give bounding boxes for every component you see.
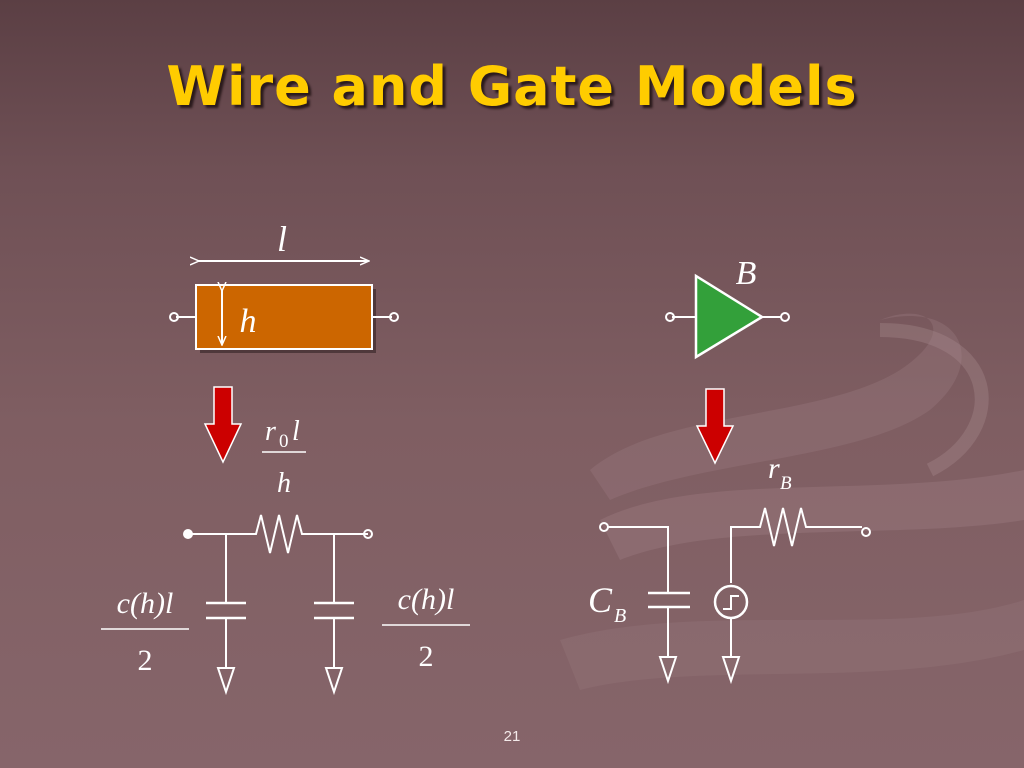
step-waveform [723, 595, 739, 610]
gate-resistance-symbol: r [768, 452, 780, 485]
wire-resistance-r: r [265, 416, 276, 447]
gate-output-terminal [780, 312, 790, 322]
gate-resistance-subscript: B [780, 473, 792, 494]
gate-model: r B C B [588, 452, 871, 685]
ground-symbol [324, 667, 344, 696]
gate-model-input-terminal [599, 522, 609, 532]
buffer-triangle [694, 273, 765, 360]
slide-title: Wire and Gate Models [166, 55, 858, 118]
wire-left-cap-numerator: c(h)l [117, 587, 174, 620]
wire-resistance-denominator: h [277, 468, 291, 499]
gate-model-output-terminal [861, 527, 871, 537]
ground-symbol [721, 656, 741, 685]
wire-right-cap-numerator: c(h)l [398, 583, 455, 616]
gate-capacitance-subscript: B [614, 605, 626, 627]
wire-right-terminal [389, 312, 399, 322]
wire-left-terminal [169, 312, 179, 322]
gate-input-wire [608, 526, 669, 593]
gate-capacitance-symbol: C [588, 580, 613, 620]
gate-label: B [736, 255, 757, 292]
wire-length-label: l [277, 219, 287, 259]
wire-model-right-terminal [363, 529, 373, 539]
wire-down-arrow [203, 386, 243, 464]
wire-block: l h [169, 219, 399, 353]
wire-height-label: h [240, 303, 257, 340]
wire-pi-model: r 0 l h c(h)l [101, 416, 470, 696]
wire-resistance-l: l [292, 416, 300, 447]
ground-symbol [216, 667, 236, 696]
wire-left-capacitor [206, 534, 246, 696]
ground-symbol [658, 656, 678, 685]
page-number: 21 [503, 728, 521, 745]
wire-right-cap-denominator: 2 [419, 640, 434, 673]
wire-resistor [188, 514, 368, 554]
gate-buffer: B [665, 255, 790, 360]
wire-right-capacitor [314, 534, 354, 696]
wire-left-cap-denominator: 2 [138, 644, 153, 677]
gate-input-terminal [665, 312, 675, 322]
wire-resistance-sub: 0 [279, 431, 289, 452]
gate-resistor [730, 507, 862, 583]
gate-down-arrow [695, 388, 735, 465]
